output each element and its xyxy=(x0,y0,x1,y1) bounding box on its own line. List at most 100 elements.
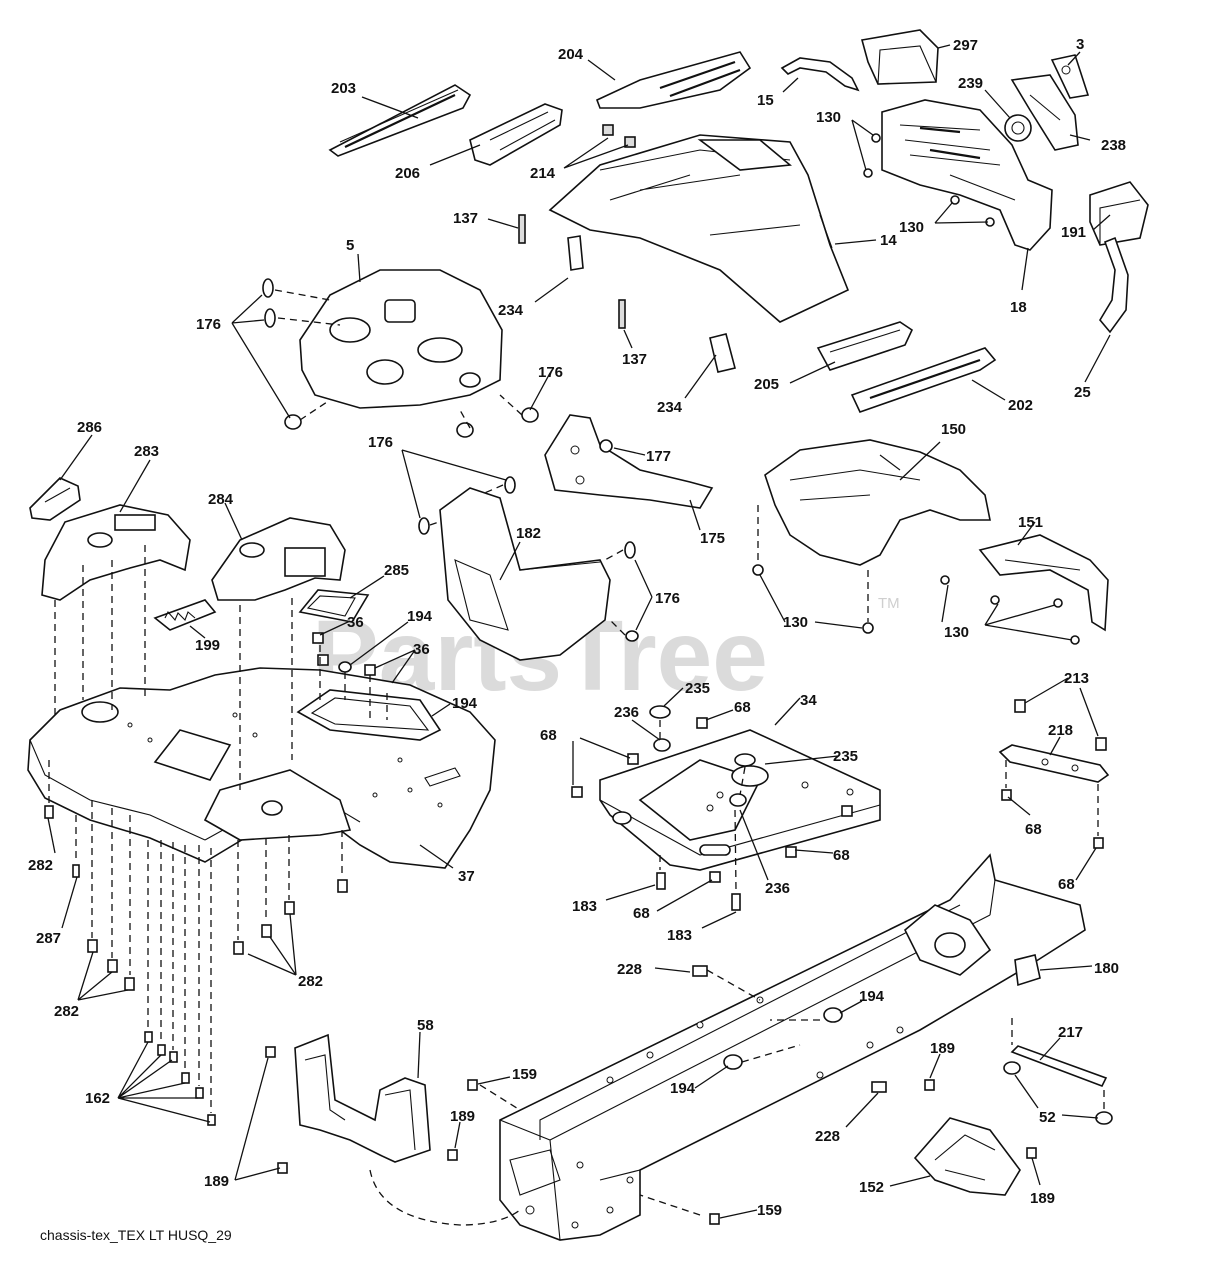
callout-234-upper: 234 xyxy=(498,302,524,319)
part-284-fender-cover-right xyxy=(211,517,346,601)
callout-176-right: 176 xyxy=(538,364,563,381)
callout-287: 287 xyxy=(36,930,61,947)
callout-282-lower: 282 xyxy=(54,1003,79,1020)
callout-218: 218 xyxy=(1048,722,1073,739)
callout-284: 284 xyxy=(208,491,234,508)
callout-14: 14 xyxy=(880,232,897,249)
part-202-grille xyxy=(850,347,997,413)
callout-52: 52 xyxy=(1039,1109,1056,1126)
callout-194-fender: 194 xyxy=(452,695,478,712)
callout-137-lower: 137 xyxy=(622,351,647,368)
callout-175: 175 xyxy=(700,530,725,547)
part-199-spring-plate xyxy=(153,599,217,631)
part-58-bracket xyxy=(294,1033,431,1163)
callout-15: 15 xyxy=(757,92,774,109)
callout-194-frame-upper: 194 xyxy=(859,988,885,1005)
callout-189-frame: 189 xyxy=(930,1040,955,1057)
part-204-hood-vent xyxy=(595,51,752,109)
callout-68-plate-right: 68 xyxy=(833,847,850,864)
callout-236-lower: 236 xyxy=(765,880,790,897)
callout-189-bracket: 189 xyxy=(450,1108,475,1125)
callout-236-upper: 236 xyxy=(614,704,639,721)
part-297-block xyxy=(860,29,939,85)
callout-labels: 203 204 297 3 15 239 206 214 130 238 130… xyxy=(28,36,1126,1219)
callout-151: 151 xyxy=(1018,514,1043,531)
part-239-emblem xyxy=(1004,114,1032,142)
callout-3: 3 xyxy=(1076,36,1084,53)
part-213-bolts xyxy=(1014,699,1107,751)
part-3-bracket xyxy=(1050,54,1090,99)
part-203-grille-strip xyxy=(328,84,472,157)
callout-286: 286 xyxy=(77,419,102,436)
callout-176-middle: 176 xyxy=(368,434,393,451)
part-150-fender-tub xyxy=(764,439,991,566)
callout-189-left: 189 xyxy=(204,1173,229,1190)
callout-68-plate-bottom: 68 xyxy=(633,905,650,922)
part-25-trim xyxy=(1099,236,1129,334)
callout-37: 37 xyxy=(458,868,475,885)
callout-282-middle: 282 xyxy=(298,973,323,990)
part-287-screw xyxy=(72,864,80,878)
callout-36-upper: 36 xyxy=(347,614,364,631)
callout-152: 152 xyxy=(859,1179,884,1196)
part-205-grille xyxy=(816,321,914,371)
callout-238: 238 xyxy=(1101,137,1126,154)
callout-203: 203 xyxy=(331,80,356,97)
callout-204: 204 xyxy=(558,46,584,63)
part-228-fittings xyxy=(692,965,887,1093)
part-130-screws-lower xyxy=(752,564,1080,645)
callout-130-tub: 130 xyxy=(783,614,808,631)
callout-68-plate-left: 68 xyxy=(540,727,557,744)
part-137-inserts xyxy=(518,214,626,329)
callout-25: 25 xyxy=(1074,384,1091,401)
diagram-caption: chassis-tex_TEX LT HUSQ_29 xyxy=(40,1227,232,1243)
part-162-screws xyxy=(144,1031,216,1126)
part-234-brackets xyxy=(567,235,736,373)
callout-183-upper: 183 xyxy=(572,898,597,915)
part-191-block xyxy=(1089,181,1149,246)
callout-68-bracket-top: 68 xyxy=(1025,821,1042,838)
watermark-tm: TM xyxy=(878,595,900,612)
callout-239: 239 xyxy=(958,75,983,92)
part-238-side-panel xyxy=(1010,74,1079,151)
part-14-hood xyxy=(548,134,850,323)
callout-176-lower: 176 xyxy=(655,590,680,607)
callout-182: 182 xyxy=(516,525,541,542)
callout-217: 217 xyxy=(1058,1024,1083,1041)
callout-5: 5 xyxy=(346,237,354,254)
callout-176-left: 176 xyxy=(196,316,221,333)
callout-199: 199 xyxy=(195,637,220,654)
callout-285: 285 xyxy=(384,562,409,579)
callout-162: 162 xyxy=(85,1090,110,1107)
part-5-dash-panel xyxy=(299,269,503,409)
callout-194-upper: 194 xyxy=(407,608,433,625)
callout-130-bracket: 130 xyxy=(944,624,969,641)
part-183-bolts xyxy=(656,872,741,911)
callout-58: 58 xyxy=(417,1017,434,1034)
callout-214: 214 xyxy=(530,165,556,182)
part-182-front-cover xyxy=(439,487,611,661)
part-159-bolts xyxy=(467,1079,720,1225)
callout-202: 202 xyxy=(1008,397,1033,414)
part-217-rod xyxy=(1010,1045,1108,1088)
part-218-bracket xyxy=(998,744,1110,783)
part-151-bracket xyxy=(978,534,1109,632)
callout-177: 177 xyxy=(646,448,671,465)
callout-18: 18 xyxy=(1010,299,1027,316)
callout-194-frame-lower: 194 xyxy=(670,1080,696,1097)
part-286-cap xyxy=(29,477,81,521)
part-15-trim xyxy=(780,57,860,92)
callout-130-console: 130 xyxy=(899,219,924,236)
callout-150: 150 xyxy=(941,421,966,438)
part-175-bracket xyxy=(544,414,714,509)
part-68-bolts-plate xyxy=(571,717,853,883)
callout-137-upper: 137 xyxy=(453,210,478,227)
callout-36-lower: 36 xyxy=(413,641,430,658)
callout-228-upper: 228 xyxy=(617,961,642,978)
callout-282-left: 282 xyxy=(28,857,53,874)
part-206-vent-insert xyxy=(469,103,563,166)
part-214-clips xyxy=(602,124,636,148)
callout-159-upper: 159 xyxy=(512,1066,537,1083)
leader-lines xyxy=(47,44,1111,1219)
callout-180: 180 xyxy=(1094,960,1119,977)
